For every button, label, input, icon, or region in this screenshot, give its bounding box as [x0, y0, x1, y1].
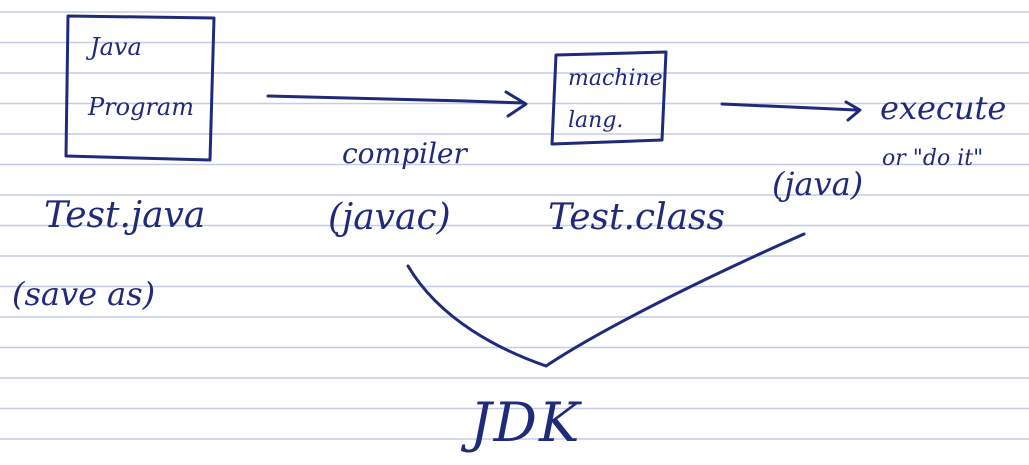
- save-note: (save as): [12, 275, 156, 313]
- output-box-line2: lang.: [568, 108, 624, 133]
- source-box-line2: Program: [88, 93, 194, 121]
- source-file-label: Test.java: [44, 195, 206, 236]
- ruled-lines: [0, 11, 1029, 440]
- jdk-brace: [406, 232, 806, 368]
- jdk-label: JDK: [470, 391, 582, 454]
- execute-label: execute: [880, 89, 1007, 127]
- compiler-command: (javac): [328, 197, 451, 238]
- compiler-label: compiler: [342, 137, 467, 170]
- execute-note: or "do it": [882, 146, 984, 171]
- run-command: (java): [772, 165, 864, 203]
- run-arrow: [720, 102, 858, 112]
- compile-arrow: [266, 94, 526, 105]
- run-arrowhead: [844, 100, 862, 122]
- output-box: [550, 50, 668, 146]
- output-file-label: Test.class: [548, 197, 725, 238]
- source-box-line1: Java: [90, 33, 142, 61]
- source-box: [64, 14, 216, 162]
- output-box-line1: machine: [568, 66, 663, 91]
- compile-arrowhead: [504, 90, 528, 118]
